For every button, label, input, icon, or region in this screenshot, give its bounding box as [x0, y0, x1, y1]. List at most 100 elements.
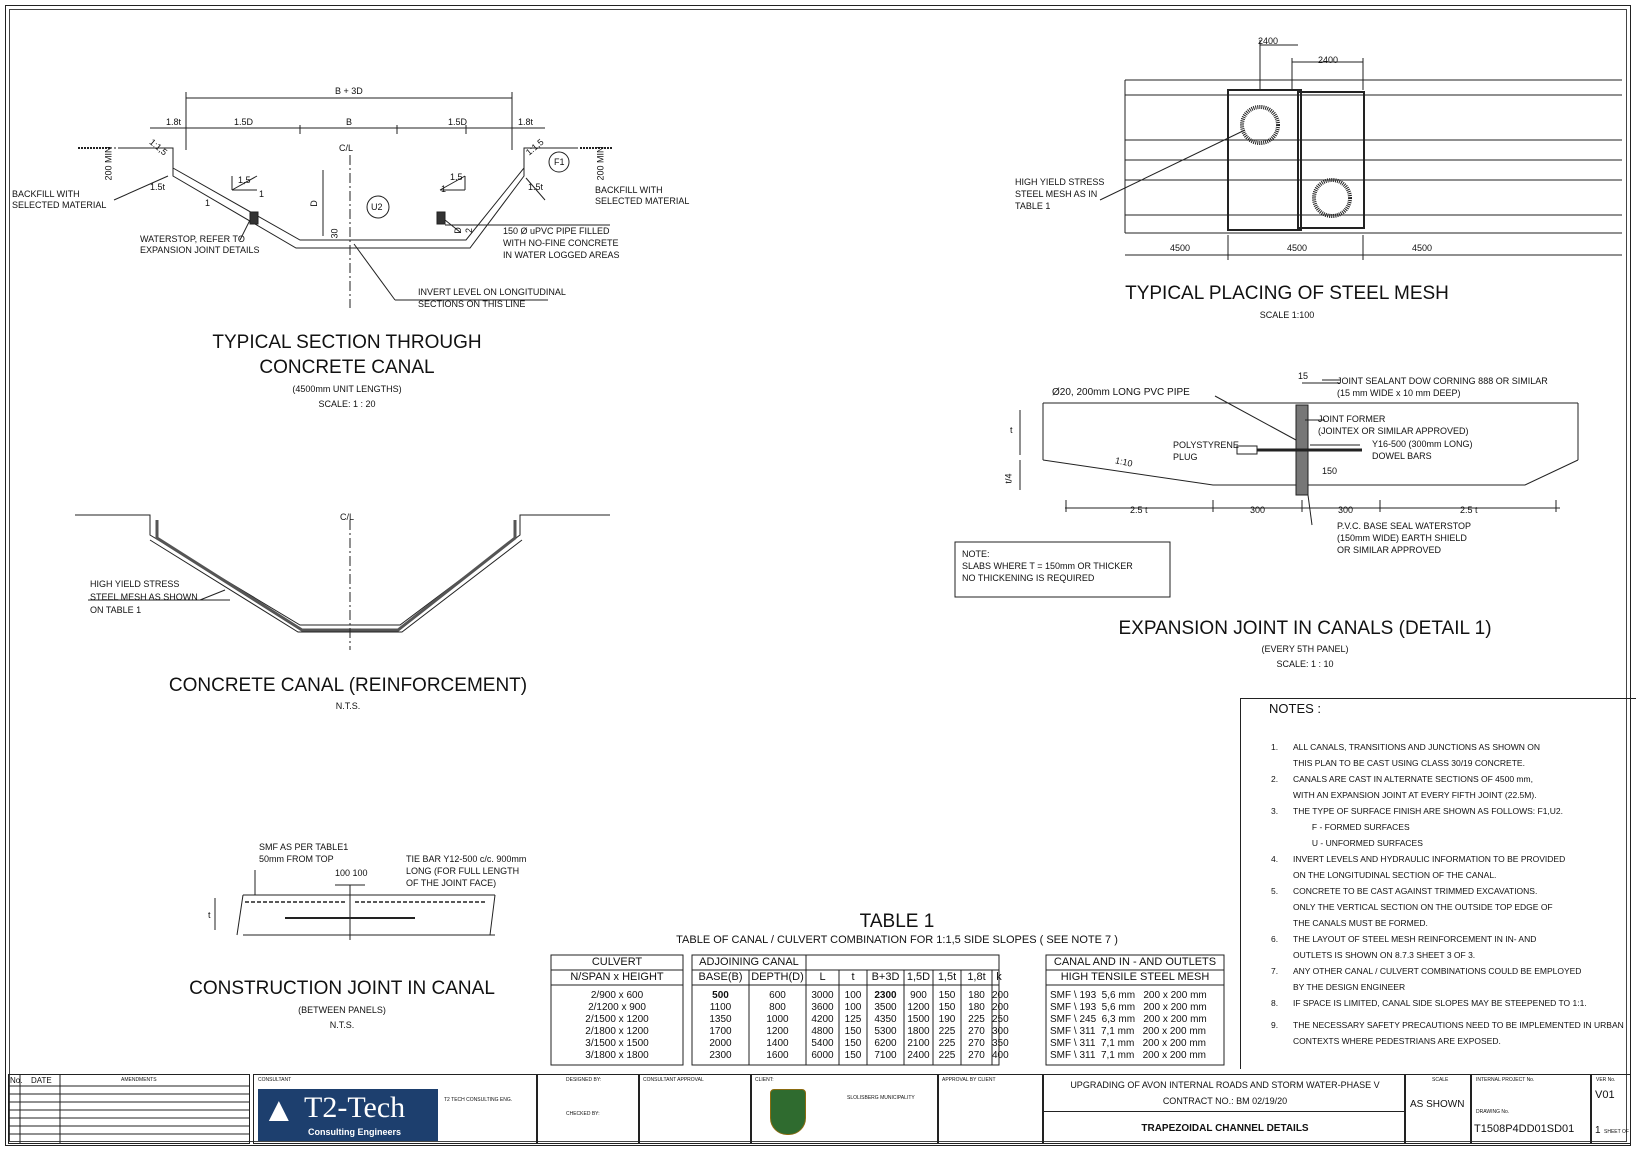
table1-culvert-sub: N/SPAN x HEIGHT	[570, 971, 664, 983]
table1-subtitle: TABLE OF CANAL / CULVERT COMBINATION FOR…	[676, 934, 1118, 946]
canal-col-head: 1,8t	[967, 971, 986, 983]
note-line: THIS PLAN TO BE CAST USING CLASS 30/19 C…	[1293, 758, 1525, 768]
surface-u2-tag: U2	[371, 202, 383, 212]
ej-dim-t4: t/4	[1003, 473, 1014, 484]
drawing-border	[5, 5, 1631, 1146]
cj-tie-note-2: LONG (FOR FULL LENGTH	[406, 866, 520, 876]
tb-ver: V01	[1595, 1089, 1615, 1101]
note-line: CANALS ARE CAST IN ALTERNATE SECTIONS OF…	[1293, 774, 1533, 784]
table1-canal-head: ADJOINING CANAL	[699, 956, 799, 968]
canal-cell: 400	[992, 1050, 1009, 1061]
sm-dim-top-2: 2400	[1318, 55, 1339, 65]
notes-panel: NOTES : 1.ALL CANALS, TRANSITIONS AND JU…	[1240, 698, 1636, 1069]
tb-scale: AS SHOWN	[1410, 1099, 1465, 1110]
steel-mesh-scale: SCALE 1:100	[1259, 310, 1315, 320]
scale-block: SCALE AS SHOWN	[1405, 1074, 1471, 1144]
mesh-cell: SMF \ 311 7,1 mm 200 x 200 mm	[1050, 1038, 1206, 1049]
note-line: U - UNFORMED SURFACES	[1293, 838, 1423, 848]
note-line: CONCRETE TO BE CAST AGAINST TRIMMED EXCA…	[1293, 886, 1538, 896]
sm-mesh-note-3: TABLE 1	[1015, 201, 1051, 211]
note-line: BY THE DESIGN ENGINEER	[1293, 982, 1406, 992]
sm-dim-bottom-2: 4500	[1287, 243, 1308, 253]
mesh-cell: SMF \ 311 7,1 mm 200 x 200 mm	[1050, 1050, 1206, 1061]
canal-cell: 1200	[766, 1026, 789, 1037]
typical-section-title-line2: CONCRETE CANAL	[259, 357, 435, 378]
note-number: 6.	[1271, 934, 1279, 944]
note-number: 7.	[1271, 966, 1279, 976]
canal-cell: 180	[968, 1002, 985, 1013]
culvert-cell: 2/1200 x 900	[588, 1002, 646, 1013]
canal-cell: 1700	[709, 1026, 732, 1037]
expansion-joint-title: EXPANSION JOINT IN CANALS (DETAIL 1)	[1118, 618, 1492, 639]
note-line: THE TYPE OF SURFACE FINISH ARE SHOWN AS …	[1293, 806, 1564, 816]
culvert-cell: 2/1800 x 1200	[585, 1026, 649, 1037]
tb-client-approval: APPROVAL BY CLIENT	[942, 1077, 996, 1083]
note-number: 5.	[1271, 886, 1279, 896]
ej-plug-1: POLYSTYRENE	[1173, 440, 1239, 450]
tb-checked-by: CHECKED BY:	[566, 1111, 600, 1117]
slope-mark-left-side: 1	[259, 189, 265, 199]
dim-1-5t-left: 1.5t	[150, 182, 166, 192]
dim-1-5d-right: 1.5D	[448, 117, 468, 127]
table1-culvert-head: CULVERT	[591, 956, 643, 968]
canal-cell: 1200	[907, 1002, 930, 1013]
drawing-no-block: INTERNAL PROJECT No. DRAWING No. T1508P4…	[1471, 1074, 1591, 1144]
cj-tie-note-3: OF THE JOINT FACE)	[406, 878, 497, 888]
canal-cell: 4350	[874, 1014, 897, 1025]
note-number: 3.	[1271, 806, 1279, 816]
ej-dowel-1: Y16-500 (300mm LONG)	[1372, 439, 1473, 449]
canal-cell: 1600	[766, 1050, 789, 1061]
expansion-joint-scale: SCALE: 1 : 10	[1276, 659, 1334, 669]
tb-amendments: AMENDMENTS	[121, 1077, 157, 1083]
ej-dim-300-left: 300	[1250, 505, 1266, 515]
ej-sealant-1: JOINT SEALANT DOW CORNING 888 OR SIMILAR	[1337, 376, 1548, 386]
consultant-logo: ▲ T2-Tech Consulting Engineers	[258, 1089, 438, 1141]
culvert-cell: 3/1500 x 1500	[585, 1038, 649, 1049]
table1-mesh-head2: HIGH TENSILE STEEL MESH	[1060, 971, 1210, 983]
canal-cell: 1350	[709, 1014, 732, 1025]
drawing-title: TRAPEZOIDAL CHANNEL DETAILS	[1141, 1123, 1309, 1134]
ej-waterstop-2: (150mm WIDE) EARTH SHIELD	[1337, 533, 1467, 543]
culvert-cell: 2/900 x 600	[590, 990, 644, 1001]
note-line: WITH AN EXPANSION JOINT AT EVERY FIFTH J…	[1293, 790, 1537, 800]
mesh-cell: SMF \ 311 7,1 mm 200 x 200 mm	[1050, 1026, 1206, 1037]
canal-cell: 300	[992, 1026, 1009, 1037]
tb-drawing-no-label: DRAWING No.	[1476, 1109, 1510, 1115]
canal-col-head: t	[851, 971, 855, 983]
reinf-mesh-note-3: ON TABLE 1	[90, 605, 142, 615]
surface-f1-tag: F1	[554, 157, 565, 167]
table1-mesh-head1: CANAL AND IN - AND OUTLETS	[1053, 956, 1217, 968]
cj-dims: 100 100	[335, 868, 368, 878]
canal-cell: 1800	[907, 1026, 930, 1037]
typical-section-scale: SCALE: 1 : 20	[318, 399, 376, 409]
canal-cell: 150	[938, 1002, 956, 1013]
ej-note-2: SLABS WHERE T = 150mm OR THICKER	[962, 561, 1133, 571]
project-block: UPGRADING OF AVON INTERNAL ROADS AND STO…	[1043, 1074, 1406, 1144]
canal-cell: 270	[968, 1050, 985, 1061]
note-line: CONTEXTS WHERE PEDESTRIANS ARE EXPOSED.	[1293, 1036, 1501, 1046]
reinf-centerline-label: C/L	[340, 512, 355, 522]
canal-cell: 500	[712, 990, 729, 1001]
canal-cell: 2100	[907, 1038, 930, 1049]
canal-cell: 900	[910, 990, 927, 1001]
invert-note-1: INVERT LEVEL ON LONGITUDINAL	[418, 287, 566, 297]
reinforcement-sub: N.T.S.	[335, 701, 361, 711]
ej-former-2: (JOINTEX OR SIMILAR APPROVED)	[1318, 426, 1469, 436]
canal-cell: 5300	[874, 1026, 897, 1037]
canal-cell: 200	[992, 1002, 1009, 1013]
canal-cell: 150	[844, 1026, 862, 1037]
canal-cell: 270	[968, 1026, 985, 1037]
pipe-note-3: IN WATER LOGGED AREAS	[503, 250, 620, 260]
canal-col-head: DEPTH(D)	[751, 971, 804, 983]
tb-drawing-no: T1508P4DD01SD01	[1474, 1123, 1575, 1135]
slope-mark-left-top: 1,5	[238, 175, 251, 185]
amendments-block: No. DATE AMENDMENTS	[8, 1074, 250, 1144]
mesh-cell: SMF \ 193 5,6 mm 200 x 200 mm	[1050, 1002, 1207, 1013]
dim-b3d: B + 3D	[335, 86, 363, 96]
slope-mark-right-top: 1,5	[450, 172, 463, 182]
mesh-cell: SMF \ 245 6,3 mm 200 x 200 mm	[1050, 1014, 1207, 1025]
canal-col-head: BASE(B)	[698, 971, 743, 983]
dim-2: 2	[464, 227, 475, 234]
dim-30: 30	[329, 228, 340, 239]
